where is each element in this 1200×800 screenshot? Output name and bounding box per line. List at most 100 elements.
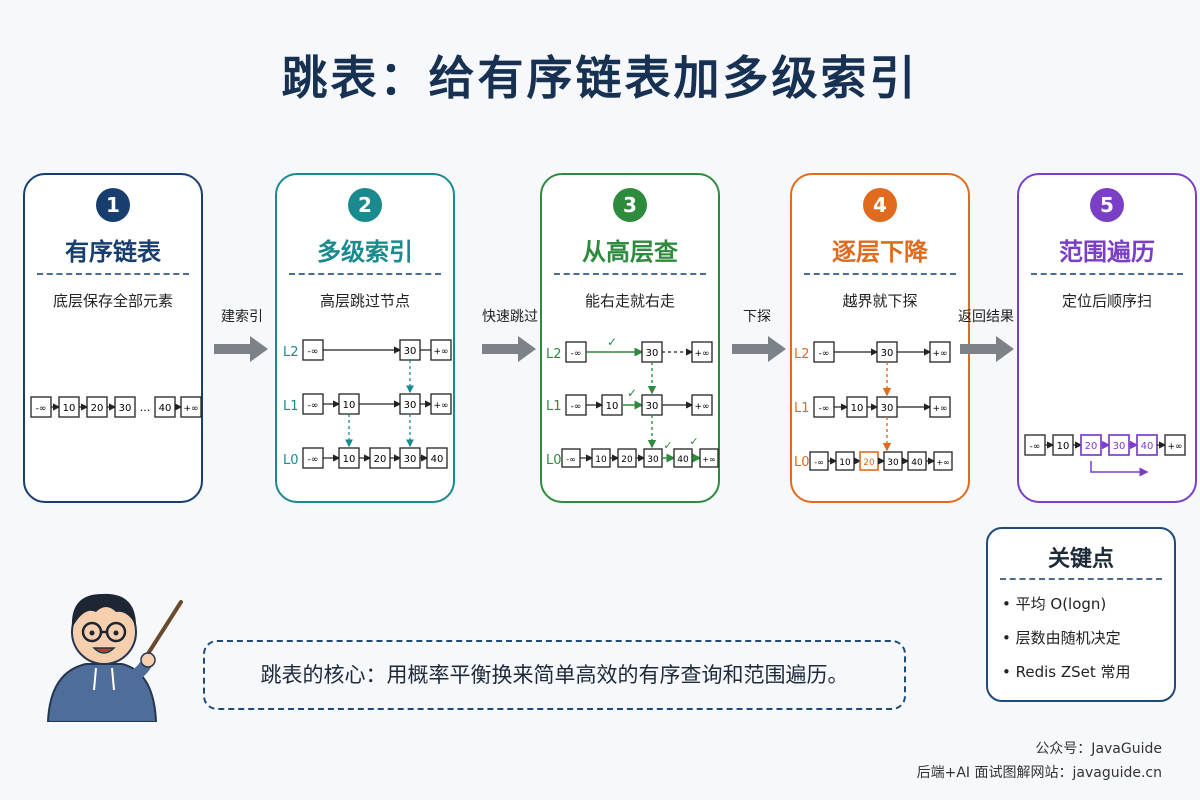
check-mark: ✓ (627, 386, 637, 400)
key-point-item: • Redis ZSet 常用 (1002, 663, 1131, 681)
svg-text:-∞: -∞ (571, 349, 582, 359)
arrow-label-descend: 下探 (743, 309, 771, 325)
divider (554, 273, 706, 275)
svg-text:20: 20 (91, 403, 104, 414)
flow-arrow-icon (960, 336, 1014, 362)
svg-text:40: 40 (677, 455, 689, 465)
svg-text:30: 30 (404, 454, 417, 465)
step-card-descend-levels: 4 逐层下降 越界就下探 L2 L1 L0 -∞ 30 +∞ -∞ 10 30 … (790, 173, 970, 503)
svg-text:40: 40 (431, 454, 444, 465)
svg-text:-∞: -∞ (571, 402, 582, 412)
summary-banner: 跳表的核心：用概率平衡换来简单高效的有序查询和范围遍历。 (203, 640, 906, 710)
divider (804, 273, 956, 275)
svg-text:30: 30 (404, 346, 417, 357)
descend-diagram: L2 L1 L0 -∞ 30 +∞ -∞ 10 30 +∞ -∞ 10 20 3… (794, 341, 953, 471)
step-card-range-scan: 5 范围遍历 定位后顺序扫 -∞ 10 20 30 40 +∞ (1017, 173, 1197, 503)
svg-text:+∞: +∞ (936, 458, 949, 467)
divider (37, 273, 189, 275)
svg-text:+∞: +∞ (1167, 442, 1182, 452)
footer-website: 后端+AI 面试图解网站：javaguide.cn (916, 765, 1162, 781)
check-mark: ✓ (607, 335, 617, 349)
svg-text:30: 30 (646, 348, 659, 359)
step-title: 范围遍历 (1059, 238, 1155, 266)
key-point-item: • 层数由随机决定 (1002, 629, 1121, 647)
check-mark: ✓ (689, 435, 698, 448)
svg-text:40: 40 (1141, 441, 1154, 452)
level-label-l2: L2 (546, 347, 562, 362)
level-label-l0: L0 (283, 453, 299, 468)
svg-text:30: 30 (887, 458, 899, 468)
level-label-l1: L1 (546, 399, 562, 414)
svg-text:10: 10 (839, 458, 851, 468)
svg-text:20: 20 (374, 454, 387, 465)
step-card-multi-level-index: 2 多级索引 高层跳过节点 L2 L1 L0 -∞ 30 +∞ -∞ 10 30… (275, 173, 455, 503)
step-number: 2 (348, 188, 382, 222)
key-points-panel: 关键点 • 平均 O(logn) • 层数由随机决定 • Redis ZSet … (986, 527, 1176, 702)
svg-text:+∞: +∞ (433, 401, 448, 411)
step-desc: 定位后顺序扫 (1061, 292, 1152, 310)
svg-text:+∞: +∞ (183, 404, 198, 414)
step-title: 逐层下降 (832, 238, 928, 266)
svg-text:+∞: +∞ (694, 402, 709, 412)
svg-text:10: 10 (851, 403, 864, 414)
svg-text:-∞: -∞ (308, 455, 319, 465)
flow-arrow-icon (732, 336, 786, 362)
svg-text:20: 20 (863, 458, 875, 468)
step-title: 有序链表 (65, 238, 161, 266)
flow-arrow-icon (214, 336, 268, 362)
svg-text:30: 30 (404, 400, 417, 411)
svg-text:+∞: +∞ (932, 404, 947, 414)
level-label-l0: L0 (794, 455, 810, 470)
level-label-l2: L2 (794, 347, 810, 362)
step-number: 1 (96, 188, 130, 222)
svg-text:-∞: -∞ (819, 404, 830, 414)
svg-text:-∞: -∞ (308, 401, 319, 411)
svg-text:10: 10 (606, 401, 619, 412)
range-scan-diagram: -∞ 10 20 30 40 +∞ (1024, 434, 1186, 477)
svg-text:-∞: -∞ (308, 347, 319, 357)
divider (1000, 578, 1162, 580)
list-node-pos-inf: +∞ (180, 396, 202, 418)
svg-text:+∞: +∞ (694, 349, 709, 359)
svg-text:30: 30 (881, 348, 894, 359)
index-diagram: L2 L1 L0 -∞ 30 +∞ -∞ 10 30 +∞ -∞ 10 20 3… (283, 339, 452, 469)
step-number: 5 (1090, 188, 1124, 222)
page-title: 跳表：给有序链表加多级索引 (281, 51, 919, 105)
step-desc: 高层跳过节点 (319, 292, 410, 310)
arrow-label-return-result: 返回结果 (958, 309, 1014, 325)
svg-text:10: 10 (343, 454, 356, 465)
svg-text:30: 30 (119, 403, 132, 414)
key-points-title: 关键点 (1047, 547, 1114, 572)
step-desc: 越界就下探 (842, 292, 918, 310)
svg-text:40: 40 (911, 458, 923, 468)
flow-arrow-icon (482, 336, 536, 362)
svg-text:-∞: -∞ (819, 349, 830, 359)
svg-text:10: 10 (595, 455, 607, 465)
svg-text:-∞: -∞ (1030, 442, 1041, 452)
step-desc: 底层保存全部元素 (52, 292, 173, 310)
level-label-l1: L1 (794, 401, 810, 416)
svg-text:30: 30 (646, 401, 659, 412)
svg-text:10: 10 (343, 400, 356, 411)
level-label-l2: L2 (283, 345, 299, 360)
list-node-20: 20 (86, 396, 108, 418)
svg-text:30: 30 (647, 455, 659, 465)
step-number: 4 (863, 188, 897, 222)
step-card-ordered-list: 1 有序链表 底层保存全部元素 -∞ 10 20 30 ... 40 +∞ (23, 173, 203, 503)
step-title: 从高层查 (582, 238, 678, 266)
divider (1031, 273, 1183, 275)
step-number: 3 (613, 188, 647, 222)
step-desc: 能右走就右走 (584, 292, 675, 310)
svg-text:20: 20 (621, 455, 633, 465)
svg-text:-∞: -∞ (36, 404, 47, 414)
level-label-l0: L0 (546, 453, 562, 468)
step-title: 多级索引 (317, 238, 413, 266)
svg-text:20: 20 (1085, 441, 1098, 452)
arrow-label-fast-skip: 快速跳过 (482, 309, 538, 325)
svg-text:+∞: +∞ (702, 455, 715, 464)
list-ellipsis: ... (140, 401, 151, 414)
search-diagram: L2 L1 L0 -∞ ✓ 30 +∞ -∞ 10 ✓ 30 +∞ -∞ 10 … (546, 335, 719, 468)
svg-text:+∞: +∞ (932, 349, 947, 359)
list-node-40: 40 (154, 396, 176, 418)
svg-text:+∞: +∞ (433, 347, 448, 357)
